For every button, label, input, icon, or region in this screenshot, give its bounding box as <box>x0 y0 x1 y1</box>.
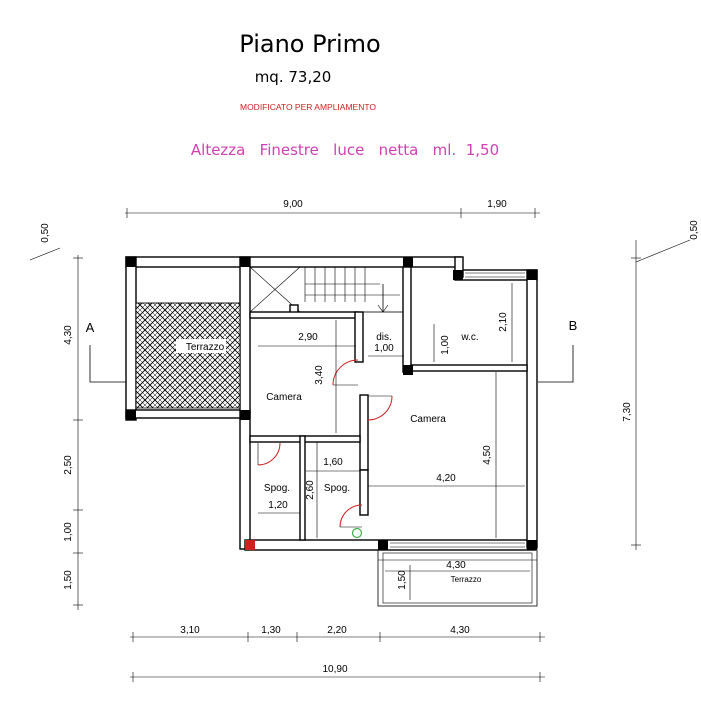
windows <box>390 272 525 548</box>
interior-walls <box>249 266 528 541</box>
room-spog-2: Spog. <box>324 483 350 494</box>
dim-wc-210: 2,10 <box>498 312 509 332</box>
dim-top-900: 9,00 <box>283 199 303 210</box>
right-dimension: 7,30 0,50 <box>622 220 700 550</box>
dim-spog-260: 2,60 <box>305 480 316 500</box>
plan-title: Piano Primo <box>239 30 381 58</box>
room-spog-1: Spog. <box>264 483 290 494</box>
dim-ter-430: 4,30 <box>446 560 466 571</box>
dim-spog-160: 1,60 <box>323 457 343 468</box>
bottom-dimension: 3,10 1,30 2,20 4,30 10,90 <box>130 625 545 682</box>
dim-right-730: 7,30 <box>622 402 633 422</box>
dim-ter-150: 1,50 <box>397 570 408 590</box>
window-height-note: Altezza Finestre luce netta ml. 1,50 <box>191 141 499 159</box>
dim-bottom-310: 3,10 <box>180 625 200 636</box>
terrace-bottom <box>377 549 538 607</box>
dim-dis-100: 1,00 <box>374 343 394 354</box>
dim-bottom-1090: 10,90 <box>322 664 347 675</box>
room-terrazzo-bottom: Terrazzo <box>451 575 482 584</box>
dim-wc-100: 1,00 <box>440 335 451 355</box>
dim-left-100: 1,00 <box>63 522 74 542</box>
top-dimension: 9,00 1,90 <box>125 199 540 218</box>
dim-spog-120: 1,20 <box>268 500 288 511</box>
dim-left-050: 0,50 <box>40 223 51 243</box>
modification-note: MODIFICATO PER AMPLIAMENTO <box>240 102 376 112</box>
pillars <box>126 257 537 550</box>
plan-area: mq. 73,20 <box>255 68 332 86</box>
dim-bottom-130: 1,30 <box>261 625 281 636</box>
dim-340: 3,40 <box>314 365 325 385</box>
doors <box>257 359 393 528</box>
dim-bottom-430: 4,30 <box>450 625 470 636</box>
terrace-left: Terrazzo <box>135 302 241 411</box>
dim-top-190: 1,90 <box>487 199 507 210</box>
dim-right-050: 0,50 <box>689 220 700 240</box>
room-dis: dis. <box>376 332 392 343</box>
section-b-label: B <box>569 318 578 333</box>
staircase <box>249 266 406 314</box>
dim-left-250: 2,50 <box>63 455 74 475</box>
dim-cam-420: 4,20 <box>436 473 456 484</box>
dim-bottom-220: 2,20 <box>327 625 347 636</box>
section-a-marker: A <box>86 320 133 383</box>
dim-left-150: 1,50 <box>63 570 74 590</box>
left-dimension: 4,30 2,50 1,00 1,50 0,50 <box>29 223 83 610</box>
section-b-marker: B <box>538 318 578 383</box>
room-camera-left: Camera <box>266 392 302 403</box>
section-a-label: A <box>86 320 95 335</box>
dim-left-430: 4,30 <box>63 325 74 345</box>
dim-290: 2,90 <box>298 332 318 343</box>
room-camera-right: Camera <box>410 414 446 425</box>
room-wc: w.c. <box>460 332 478 343</box>
inner-dimensions <box>258 283 530 600</box>
marker-dot <box>351 527 363 539</box>
dim-cam-450: 4,50 <box>482 445 493 465</box>
room-terrazzo-left: Terrazzo <box>186 342 225 353</box>
